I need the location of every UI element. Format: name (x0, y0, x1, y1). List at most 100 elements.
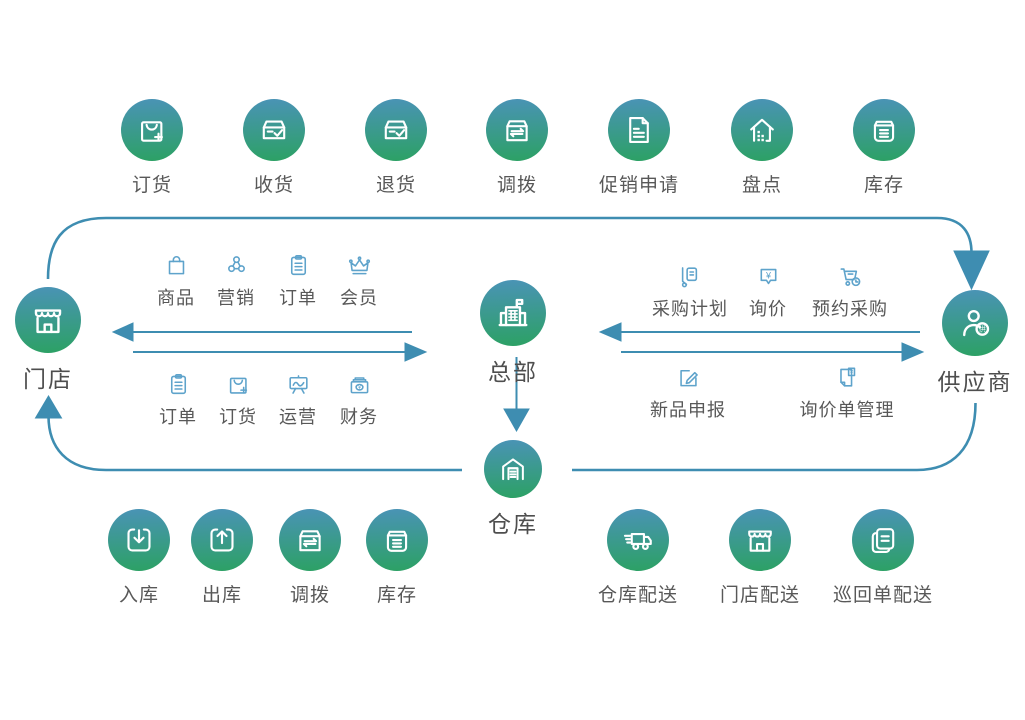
flow-item-label: 采购计划 (652, 299, 728, 319)
box-transfer-icon (279, 509, 341, 571)
node-label-hq: 总部 (488, 359, 538, 385)
inbound-arrow-icon (108, 509, 170, 571)
shopping-bag-plus-icon (225, 371, 252, 398)
flow-item-label: 会员 (340, 288, 378, 308)
shopping-bag-plus-icon (121, 99, 183, 161)
node-headquarters: 总部 (453, 280, 573, 387)
node-label-warehouse: 仓库 (488, 511, 538, 537)
storefront-icon (15, 287, 81, 353)
svg-text:¥: ¥ (764, 270, 771, 280)
store-to-supplier-top-curve (46, 216, 973, 280)
trolley-list-icon (677, 263, 704, 290)
flow-item-label: 新品申报 (650, 400, 726, 420)
clipboard-icon (165, 371, 192, 398)
process-label: 出库 (201, 585, 242, 606)
clipboard-icon (285, 252, 312, 279)
process-item-receiving: 收货 (214, 99, 334, 197)
arrowhead-right-supplier (901, 342, 925, 362)
process-label: 收货 (253, 175, 294, 196)
inquiry-doc-icon: ¥ (834, 364, 861, 391)
flow-item-label: 询价 (749, 299, 787, 319)
headquarters-icon (480, 280, 546, 346)
process-item-transfer: 调拨 (457, 99, 577, 197)
price-inquiry-icon: ¥ (755, 263, 782, 290)
delivery-truck-icon (607, 509, 669, 571)
process-label: 调拨 (496, 175, 537, 196)
process-item-store-delivery: 门店配送 (700, 509, 820, 607)
flow-item-new-product: 新品申报 (638, 364, 738, 422)
box-stock-icon (366, 509, 428, 571)
outbound-arrow-icon (191, 509, 253, 571)
flow-item-label: 订单 (159, 407, 197, 427)
flow-item-order: 订单 (128, 371, 228, 429)
flow-item-label: 询价单管理 (799, 400, 895, 420)
process-item-promotion: 促销申请 (579, 99, 699, 197)
flow-item-marketing: 营销 (186, 252, 286, 310)
process-label: 入库 (118, 585, 159, 606)
crown-icon (346, 252, 373, 279)
building-inventory-icon (731, 99, 793, 161)
process-label: 库存 (863, 175, 904, 196)
node-supplier: 供 供应商 (915, 290, 1025, 397)
flow-item-label: 订单 (279, 288, 317, 308)
flow-item-label: 财务 (340, 407, 378, 427)
arrowhead-down-supplier (953, 250, 990, 291)
box-stock-icon (853, 99, 915, 161)
svg-text:¥: ¥ (357, 385, 361, 391)
arrowhead-down-warehouse (503, 408, 530, 433)
process-label: 盘点 (741, 175, 782, 196)
flow-item-label: 预约采购 (812, 299, 888, 319)
stacked-documents-icon (852, 509, 914, 571)
flow-item-goods: 商品 (126, 252, 226, 310)
process-label: 门店配送 (719, 585, 800, 606)
box-check-icon (365, 99, 427, 161)
process-item-ordering: 订货 (92, 99, 212, 197)
marketing-network-icon (223, 252, 250, 279)
svg-text:供: 供 (979, 325, 986, 334)
operations-chart-icon (285, 371, 312, 398)
box-check-icon (243, 99, 305, 161)
supplier-person-icon: 供 (942, 290, 1008, 356)
document-icon (608, 99, 670, 161)
flow-item-label: 营销 (217, 288, 255, 308)
flow-item-members: 会员 (309, 252, 409, 310)
storefront-icon (729, 509, 791, 571)
process-item-returns: 退货 (336, 99, 456, 197)
flow-item-purchase-plan: 采购计划 (640, 263, 740, 321)
cart-clock-icon (837, 263, 864, 290)
process-item-inventory: 库存 (824, 99, 944, 197)
flow-item-finance: ¥ 财务 (309, 371, 409, 429)
box-transfer-icon (486, 99, 548, 161)
process-item-route-delivery: 巡回单配送 (818, 509, 948, 607)
flow-item-ordering: 订货 (188, 371, 288, 429)
warehouse-icon (484, 440, 542, 498)
process-item-inventory-2: 库存 (337, 509, 457, 607)
bag-icon (163, 252, 190, 279)
arrowhead-left-store (111, 322, 134, 342)
flow-item-label: 商品 (157, 288, 195, 308)
warehouse-to-supplier-line (572, 402, 977, 472)
process-label: 巡回单配送 (832, 585, 933, 606)
flow-item-reserved-purchase: 预约采购 (800, 263, 900, 321)
process-item-outbound: 出库 (162, 509, 282, 607)
node-label-supplier: 供应商 (937, 369, 1013, 395)
pencil-edit-icon (675, 364, 702, 391)
svg-text:¥: ¥ (849, 370, 853, 376)
flow-item-label: 订货 (219, 407, 257, 427)
flow-item-inquiry-management: ¥ 询价单管理 (792, 364, 902, 422)
process-label: 库存 (376, 585, 417, 606)
process-item-inbound: 入库 (79, 509, 199, 607)
flow-item-orders: 订单 (248, 252, 348, 310)
process-label: 调拨 (289, 585, 330, 606)
process-label: 促销申请 (598, 175, 679, 196)
node-store: 门店 (0, 287, 108, 394)
process-label: 退货 (375, 175, 416, 196)
flow-item-price-inquiry: ¥ 询价 (718, 263, 818, 321)
process-item-stocktake: 盘点 (702, 99, 822, 197)
flow-item-operations: 运营 (248, 371, 348, 429)
process-label: 仓库配送 (597, 585, 678, 606)
process-item-warehouse-delivery: 仓库配送 (578, 509, 698, 607)
flow-item-label: 运营 (279, 407, 317, 427)
